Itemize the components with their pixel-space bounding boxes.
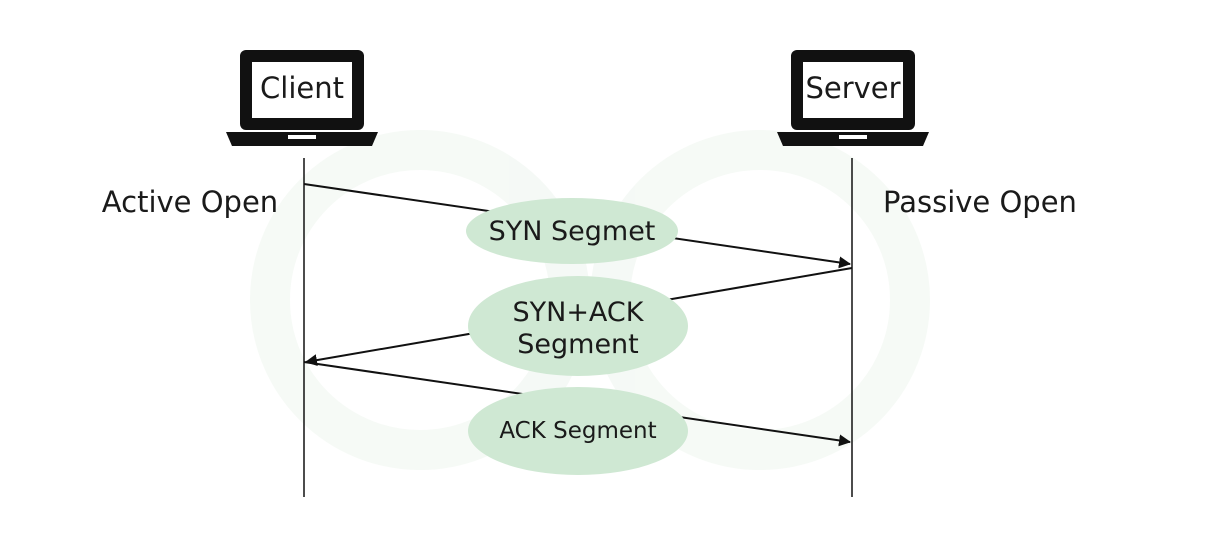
- client-label: Client: [260, 71, 344, 105]
- server-laptop-icon: Server: [777, 50, 929, 146]
- active-open-label: Active Open: [102, 185, 278, 219]
- server-label: Server: [805, 71, 900, 105]
- syn-ack-label-line1: SYN+ACK: [512, 297, 644, 328]
- passive-open-label: Passive Open: [883, 185, 1077, 219]
- syn-ack-segment-bubble: SYN+ACK Segment: [468, 276, 688, 376]
- syn-segment-label: SYN Segmet: [489, 216, 656, 247]
- syn-ack-label-line2: Segment: [517, 329, 639, 360]
- ack-segment-bubble: ACK Segment: [468, 387, 688, 475]
- syn-segment-bubble: SYN Segmet: [466, 198, 678, 264]
- client-laptop-icon: Client: [226, 50, 378, 146]
- ack-segment-label: ACK Segment: [499, 418, 656, 444]
